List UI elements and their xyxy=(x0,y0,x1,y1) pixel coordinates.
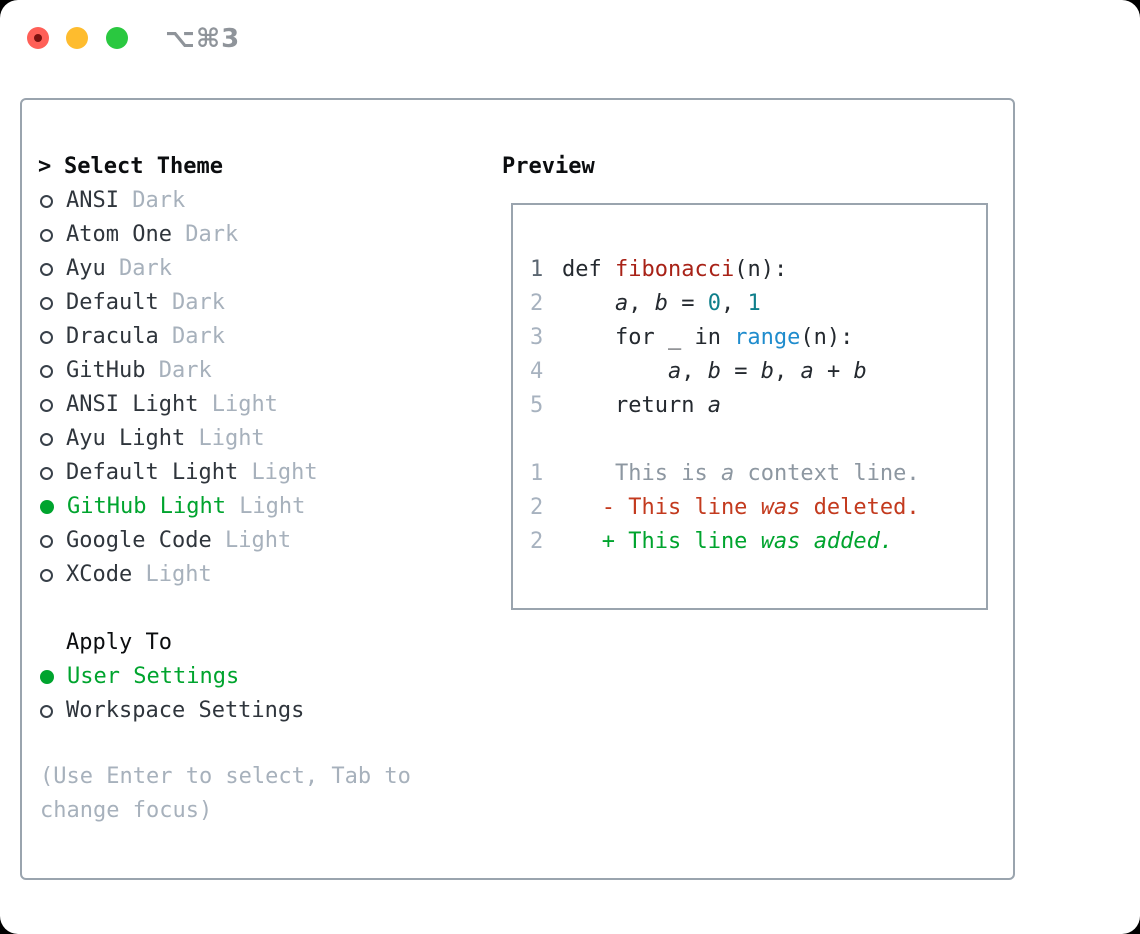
radio-icon[interactable] xyxy=(40,534,53,548)
theme-option-google-code[interactable]: Google Code Light xyxy=(38,524,291,558)
code-text: - This line was deleted. xyxy=(562,495,920,520)
theme-name: Default Light xyxy=(66,460,252,485)
radio-icon[interactable] xyxy=(40,568,53,582)
theme-name: ANSI Light xyxy=(66,392,212,417)
line-number: 1 xyxy=(530,257,544,282)
theme-variant-label: Light xyxy=(145,562,212,587)
help-text-line1: (Use Enter to select, Tab to xyxy=(40,764,411,789)
select-theme-header: > Select Theme xyxy=(38,150,223,184)
radio-icon[interactable] xyxy=(40,296,53,310)
code-blank-line xyxy=(530,423,978,457)
radio-icon[interactable] xyxy=(40,704,53,718)
theme-option-dracula[interactable]: Dracula Dark xyxy=(38,320,225,354)
line-number: 2 xyxy=(530,291,544,316)
window-title: ⌥⌘3 xyxy=(165,24,241,54)
theme-option-ansi-light[interactable]: ANSI Light Light xyxy=(38,388,278,422)
code-text: def fibonacci(n): xyxy=(562,257,788,282)
zoom-button[interactable] xyxy=(106,27,128,49)
code-line: 5 return a xyxy=(530,389,978,423)
minimize-button[interactable] xyxy=(66,27,88,49)
theme-name: ANSI xyxy=(66,188,133,213)
theme-variant-label: Light xyxy=(251,460,318,485)
line-number: 4 xyxy=(530,359,544,384)
theme-option-github[interactable]: GitHub Dark xyxy=(38,354,212,388)
theme-option-ayu-light[interactable]: Ayu Light Light xyxy=(38,422,265,456)
theme-variant-label: Light xyxy=(239,494,306,519)
theme-option-ayu[interactable]: Ayu Dark xyxy=(38,252,172,286)
code-text: + This line was added. xyxy=(562,529,894,554)
theme-name: GitHub Light xyxy=(67,494,240,519)
select-theme-title: Select Theme xyxy=(64,154,223,179)
theme-variant-label: Dark xyxy=(132,188,186,213)
theme-variant-label: Dark xyxy=(118,256,172,281)
help-text-line2: change focus) xyxy=(40,798,213,823)
theme-option-xcode[interactable]: XCode Light xyxy=(38,558,212,592)
code-text: a, b = 0, 1 xyxy=(614,291,761,316)
radio-selected-icon[interactable] xyxy=(40,500,54,514)
theme-variant-label: Light xyxy=(224,528,292,553)
code-line: 1 def fibonacci(n): xyxy=(530,253,978,287)
code-text: This is a context line. xyxy=(562,461,920,486)
code-line: 3 for _ in range(n): xyxy=(530,321,978,355)
line-number: 2 xyxy=(530,529,544,554)
code-text: return a xyxy=(562,393,721,418)
theme-variant-label: Dark xyxy=(185,222,239,247)
theme-variant-label: Light xyxy=(198,426,265,451)
theme-option-ansi[interactable]: ANSI Dark xyxy=(38,184,185,218)
code-line: 1 This is a context line. xyxy=(530,457,978,491)
line-number: 1 xyxy=(530,461,544,486)
radio-icon[interactable] xyxy=(40,330,53,344)
radio-icon[interactable] xyxy=(40,466,53,480)
title-bar: ⌥⌘3 xyxy=(0,0,1140,76)
theme-name: Ayu Light xyxy=(66,426,199,451)
radio-icon[interactable] xyxy=(40,364,53,378)
radio-icon[interactable] xyxy=(40,194,53,208)
theme-name: Dracula xyxy=(66,324,172,349)
apply-option-user-settings[interactable]: User Settings xyxy=(38,660,239,694)
code-line: 2 a, b = 0, 1 xyxy=(530,287,978,321)
code-line: 2 - This line was deleted. xyxy=(530,491,978,525)
theme-option-default-light[interactable]: Default Light Light xyxy=(38,456,318,490)
prompt-caret-icon: > xyxy=(38,154,52,179)
theme-variant-label: Dark xyxy=(171,324,225,349)
apply-option-label: User Settings xyxy=(67,664,240,689)
radio-icon[interactable] xyxy=(40,432,53,446)
code-text: a, b = b, a + b xyxy=(667,359,867,384)
radio-icon[interactable] xyxy=(40,398,53,412)
theme-name: GitHub xyxy=(66,358,159,383)
preview-header: Preview xyxy=(502,154,595,179)
theme-variant-label: Dark xyxy=(171,290,225,315)
line-number: 2 xyxy=(530,495,544,520)
radio-icon[interactable] xyxy=(40,262,53,276)
theme-option-github-light[interactable]: GitHub Light Light xyxy=(38,490,305,524)
theme-name: Google Code xyxy=(66,528,225,553)
theme-name: Ayu xyxy=(66,256,119,281)
radio-icon[interactable] xyxy=(40,228,53,242)
apply-option-label: Workspace Settings xyxy=(66,698,305,723)
theme-variant-label: Light xyxy=(211,392,278,417)
code-text: for _ in range(n): xyxy=(562,325,854,350)
theme-option-default[interactable]: Default Dark xyxy=(38,286,225,320)
line-number: 5 xyxy=(530,393,544,418)
theme-name: XCode xyxy=(66,562,146,587)
theme-option-atom-one[interactable]: Atom One Dark xyxy=(38,218,238,252)
close-button[interactable] xyxy=(27,27,49,49)
radio-selected-icon[interactable] xyxy=(40,670,54,684)
line-number: 3 xyxy=(530,325,544,350)
theme-variant-label: Dark xyxy=(158,358,212,383)
theme-name: Default xyxy=(66,290,172,315)
apply-to-header: Apply To xyxy=(66,630,172,655)
code-line: 2 + This line was added. xyxy=(530,525,978,559)
theme-name: Atom One xyxy=(66,222,186,247)
apply-option-workspace-settings[interactable]: Workspace Settings xyxy=(38,694,304,728)
code-line: 4 a, b = b, a + b xyxy=(530,355,978,389)
